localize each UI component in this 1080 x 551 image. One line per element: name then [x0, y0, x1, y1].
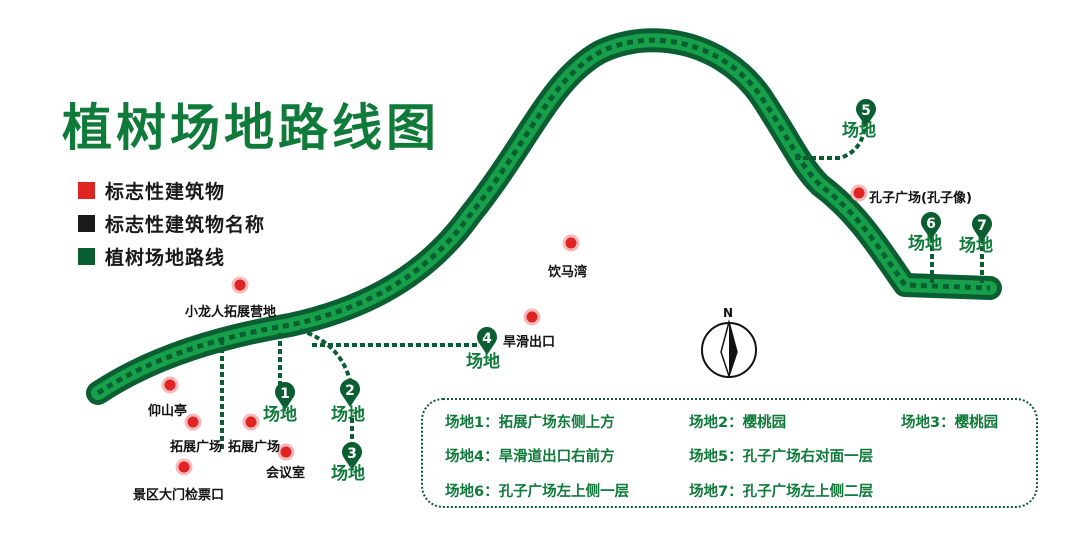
legend: 标志性建筑物 标志性建筑物名称 植树场地路线: [78, 174, 265, 273]
site-info-6: 场地6：孔子广场左上侧一层: [445, 484, 630, 500]
landmark-label: 景区大门检票口: [133, 488, 225, 503]
site-label-7: 场地: [959, 236, 993, 256]
site-pin-icon-6: 6: [921, 212, 942, 240]
legend-item-landmark-name: 标志性建筑物名称: [78, 207, 265, 240]
site-pin-shape: [921, 212, 942, 240]
site-pin-number: 6: [926, 216, 936, 232]
site-pin-shape: [477, 326, 498, 355]
landmark-label: 仰山亭: [148, 404, 188, 419]
landmark-marker-icon: [184, 413, 202, 431]
site-label-5: 场地: [842, 121, 876, 141]
site-label-3: 场地: [331, 464, 365, 484]
legend-item-route: 植树场地路线: [78, 240, 265, 273]
site-label-6: 场地: [908, 234, 942, 254]
site-pin-icon-5: 5: [856, 98, 877, 127]
compass-north-label: N: [723, 306, 734, 320]
landmark-label: 会议室: [266, 466, 306, 481]
page-title: 植树场地路线图: [62, 99, 440, 157]
site-pins: 1 2 3 4 5 6 7: [275, 98, 992, 470]
legend-item-landmark: 标志性建筑物: [78, 174, 265, 207]
landmark-label: 孔子广场(孔子像): [869, 191, 972, 206]
site-pin-number: 1: [280, 386, 290, 402]
site-label-2: 场地: [331, 405, 365, 425]
site-label-4: 场地: [466, 352, 500, 372]
landmark-marker-icon: [523, 308, 541, 326]
site-info-3: 场地3：樱桃园: [901, 415, 999, 431]
site-pin-shape: [971, 214, 992, 242]
compass: [701, 319, 757, 379]
site-pin-number: 7: [977, 218, 987, 234]
branch-site5: [795, 119, 867, 160]
landmark-marker-icon: [231, 276, 249, 294]
legend-swatch-red: [78, 182, 95, 199]
site-pin-icon-3: 3: [342, 441, 362, 470]
site-pin-icon-4: 4: [477, 326, 498, 355]
landmark-label: 小龙人拓展营地: [185, 305, 277, 320]
site-pin-number: 3: [347, 446, 357, 462]
site-pin-shape: [342, 441, 362, 470]
site-label-1: 场地: [263, 405, 297, 425]
landmark-marker-icon: [175, 458, 193, 476]
landmark-label: 拓展广场: [170, 440, 223, 455]
landmark-label: 拓展广场: [228, 440, 281, 455]
landmark-marker-icon: [161, 376, 179, 394]
main-route-dashes: [96, 37, 991, 396]
landmark-marker-icon: [562, 234, 580, 252]
landmark-marker-icon: [242, 413, 260, 431]
site-info-7: 场地7：孔子广场左上侧二层: [689, 484, 874, 500]
landmark-marker-icon: [277, 443, 295, 461]
site-pin-shape: [340, 378, 360, 407]
site-pin-icon-1: 1: [275, 382, 295, 410]
site-info-box: 场地1：拓展广场东侧上方 场地2：樱桃园 场地3：樱桃园 场地4：旱滑道出口右前…: [421, 398, 1038, 508]
site-pin-number: 5: [861, 103, 871, 119]
site-pin-number: 2: [345, 383, 355, 399]
legend-swatch-black: [78, 215, 95, 232]
landmark-label: 饮马湾: [548, 265, 588, 280]
site-pin-shape: [856, 98, 877, 127]
landmark-markers: [161, 184, 868, 476]
site-pin-number: 4: [482, 331, 492, 347]
site-info-4: 场地4：旱滑道出口右前方: [445, 449, 615, 465]
site-pin-icon-7: 7: [971, 214, 992, 242]
site-pin-shape: [275, 382, 295, 410]
site-info-5: 场地5：孔子广场右对面一层: [689, 449, 874, 465]
site-info-2: 场地2：樱桃园: [689, 415, 787, 431]
site-pin-icon-2: 2: [340, 378, 360, 407]
landmark-label: 旱滑出口: [503, 335, 556, 350]
legend-swatch-green: [78, 248, 95, 265]
landmark-marker-icon: [850, 184, 868, 202]
site-info-1: 场地1：拓展广场东侧上方: [445, 415, 615, 431]
